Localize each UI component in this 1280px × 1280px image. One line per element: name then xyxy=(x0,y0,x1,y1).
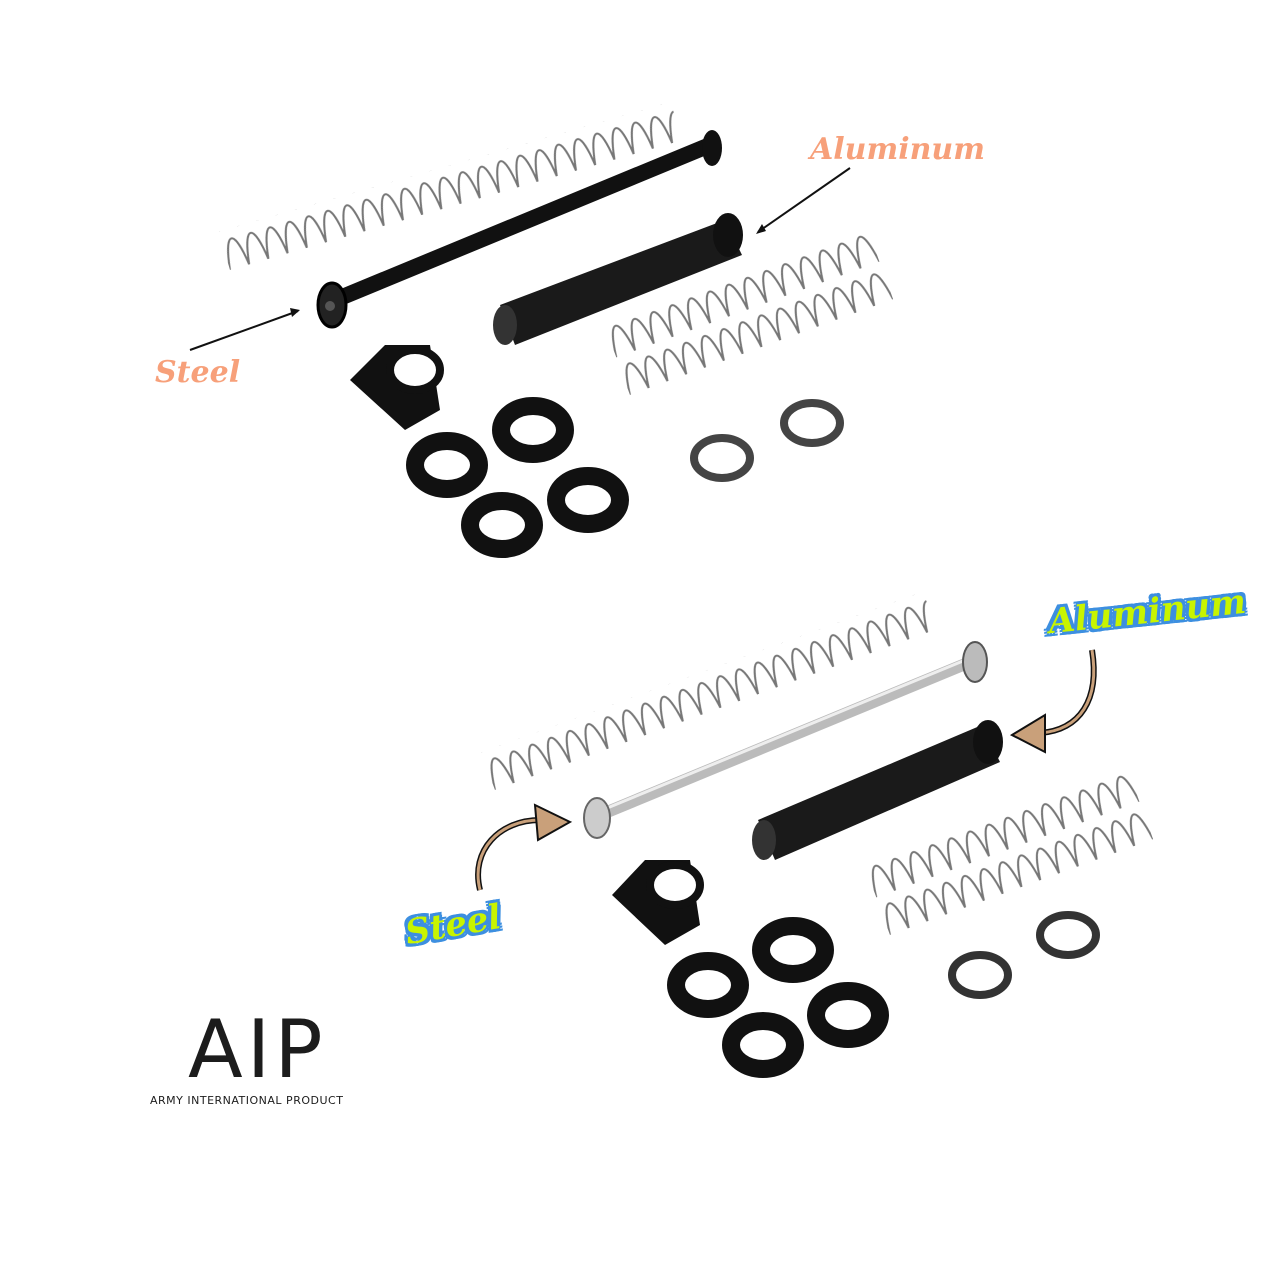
bottom-buffer-collar xyxy=(612,860,704,945)
bottom-black-washers xyxy=(667,917,889,1078)
top-spring-short xyxy=(604,228,894,395)
aluminum-arrow-bottom xyxy=(1039,649,1097,736)
bottom-steel-washers xyxy=(948,911,1100,999)
top-aluminum-sleeve xyxy=(493,213,743,345)
steel-arrow-bottom xyxy=(475,817,541,891)
top-black-washers xyxy=(406,397,629,558)
brand-name: ARMY INTERNATIONAL PRODUCT xyxy=(150,1094,344,1107)
top-steel-washers xyxy=(690,399,844,482)
logo-mark: AIP xyxy=(188,1003,327,1096)
top-guide-rod xyxy=(316,130,722,329)
bottom-aluminum-sleeve xyxy=(752,720,1003,860)
top-buffer-collar xyxy=(350,345,444,430)
steel-arrow-top xyxy=(189,310,299,351)
top-spring-long xyxy=(218,101,682,270)
brand-logo: AIP ARMY INTERNATIONAL PRODUCT xyxy=(150,1003,370,1108)
aluminum-label-top: Aluminum xyxy=(810,132,985,167)
bottom-guide-rod xyxy=(583,641,988,839)
bottom-spring-long xyxy=(481,591,937,790)
steel-label-top: Steel xyxy=(155,355,241,390)
bottom-spring-short xyxy=(864,768,1154,935)
aluminum-arrow-top xyxy=(757,167,851,233)
